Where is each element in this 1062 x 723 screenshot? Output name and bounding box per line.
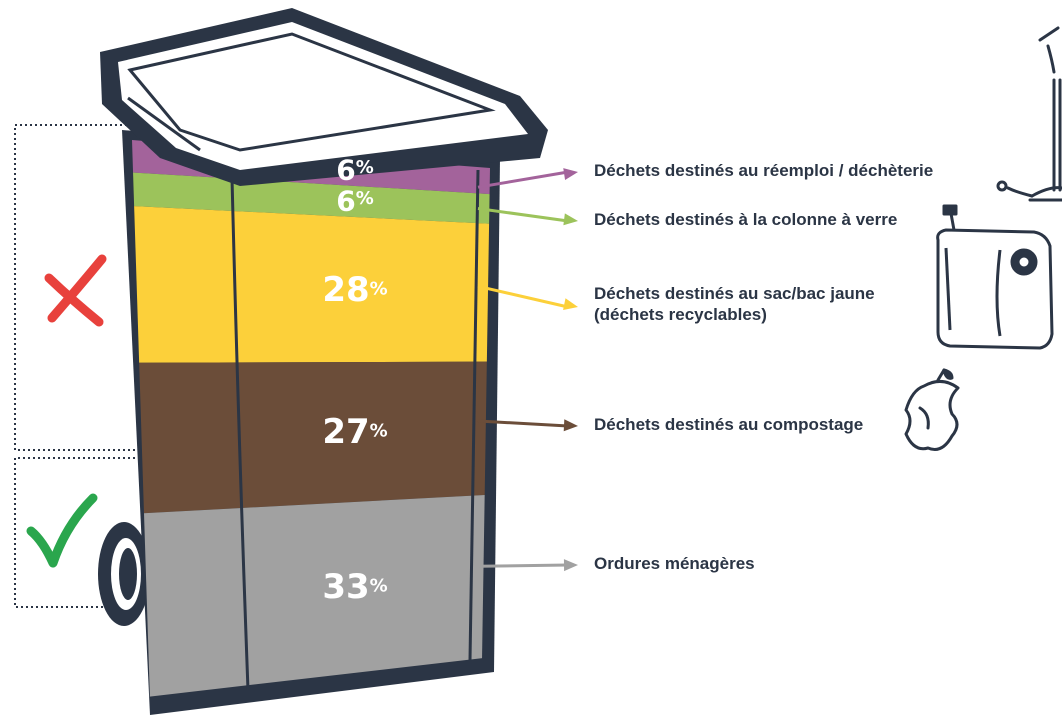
pct-label-verre: 6% — [336, 185, 374, 218]
bin-bands — [132, 140, 490, 700]
pct-sign: % — [369, 420, 388, 442]
pct-label-sac-jaune: 28% — [322, 270, 387, 310]
pct-label-reemploi: 6% — [336, 154, 374, 187]
pct-label-ordures: 33% — [322, 567, 387, 607]
label-line: Ordures ménagères — [594, 554, 755, 573]
pct-value: 27 — [322, 412, 370, 452]
pct-sign: % — [355, 157, 374, 179]
label-line: Déchets destinés au réemploi / déchèteri… — [594, 161, 934, 180]
cross-mark-icon — [44, 254, 107, 327]
label-line: Déchets destinés à la colonne à verre — [594, 210, 898, 229]
pct-value: 33 — [322, 567, 370, 608]
band-compostage — [132, 361, 490, 515]
band-ordures — [132, 493, 490, 700]
pct-sign: % — [369, 576, 388, 598]
label-ordures: Ordures ménagères — [594, 553, 755, 574]
pct-value: 28 — [322, 269, 370, 310]
band-verre — [132, 171, 490, 225]
check-mark-icon — [26, 493, 98, 568]
arrow-ordures — [477, 559, 578, 572]
label-line: Déchets destinés au compostage — [594, 415, 864, 434]
pct-label-compostage: 27% — [322, 412, 387, 452]
pct-sign: % — [369, 278, 388, 300]
bin-lid — [100, 8, 548, 186]
pct-value: 6 — [336, 153, 356, 187]
label-line: (déchets recyclables) — [594, 305, 767, 325]
label-sac-jaune: Déchets destinés au sac/bac jaune (déche… — [594, 283, 875, 326]
pct-sign: % — [355, 188, 374, 210]
pct-value: 6 — [336, 184, 356, 218]
label-verre: Déchets destinés à la colonne à verre — [594, 209, 897, 230]
floor-lamp-icon — [996, 26, 1062, 202]
arrow-compostage — [477, 419, 578, 432]
leader-arrows — [477, 168, 578, 572]
appliance-icon — [936, 204, 1054, 350]
label-line: Déchets destinés au sac/bac jaune — [594, 284, 875, 303]
bin-detail-lines — [230, 169, 480, 691]
band-sac-jaune — [132, 205, 490, 363]
arrow-sac-jaune — [477, 284, 578, 311]
wheel-icon — [98, 522, 150, 626]
label-compostage: Déchets destinés au compostage — [594, 414, 863, 435]
label-reemploi: Déchets destinés au réemploi / déchèteri… — [594, 160, 933, 181]
arrow-reemploi — [477, 168, 578, 189]
apple-core-icon — [904, 368, 960, 451]
arrow-verre — [477, 207, 578, 226]
